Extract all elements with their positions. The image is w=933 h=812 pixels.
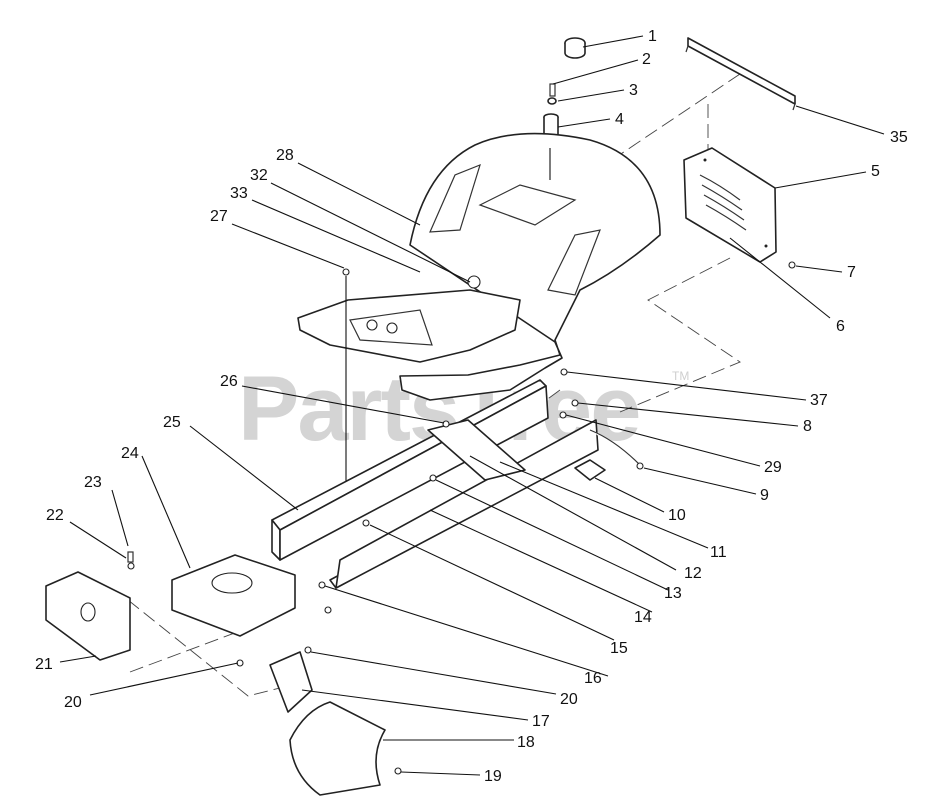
callout-labels: 1 2 3 4 35 5 28 32 33 27 7 6 26 37 25 8 … <box>35 28 908 785</box>
part-cross-plate <box>427 419 526 481</box>
part-body-28 <box>297 132 661 401</box>
callout-13: 13 <box>664 585 682 602</box>
callout-27: 27 <box>210 208 228 225</box>
callout-26: 26 <box>220 373 238 390</box>
part-knob <box>564 37 586 59</box>
callout-2: 2 <box>642 51 651 68</box>
part-screw-27 <box>342 268 350 500</box>
callout-12: 12 <box>684 565 702 582</box>
callout-4: 4 <box>615 111 624 128</box>
part-hardware-26-37-8-29 <box>362 368 579 527</box>
callout-22: 22 <box>46 507 64 524</box>
callout-32: 32 <box>250 167 268 184</box>
callout-10: 10 <box>668 507 686 524</box>
part-shield-17 <box>269 651 313 713</box>
leader-lines <box>59 35 885 776</box>
part-washer-3 <box>547 97 557 105</box>
callout-35: 35 <box>890 129 908 146</box>
callout-18: 18 <box>517 734 535 751</box>
callout-3: 3 <box>629 82 638 99</box>
part-screw-20 <box>236 646 312 667</box>
callout-9: 9 <box>760 487 769 504</box>
part-screw-19 <box>394 767 402 775</box>
callout-17: 17 <box>532 713 550 730</box>
callout-14: 14 <box>634 609 652 626</box>
part-cable-9 <box>589 429 644 470</box>
part-shield-18 <box>289 701 386 796</box>
part-frame-rail-right <box>329 419 599 589</box>
callout-16: 16 <box>584 670 602 687</box>
part-bracket-10 <box>574 459 606 481</box>
callout-11: 11 <box>710 544 727 561</box>
part-plate-24 <box>171 554 296 637</box>
part-bracket-21 <box>45 571 131 661</box>
part-bolt-22-23 <box>127 551 135 570</box>
part-screw-7 <box>788 261 796 269</box>
part-hardware-15-16 <box>318 581 332 614</box>
part-rear-panel <box>683 147 777 263</box>
callout-15: 15 <box>610 640 628 657</box>
callout-33: 33 <box>230 185 248 202</box>
callout-1: 1 <box>648 28 657 45</box>
callout-8: 8 <box>803 418 812 435</box>
callout-29: 29 <box>764 459 782 476</box>
callout-25: 25 <box>163 414 181 431</box>
callout-7: 7 <box>847 264 856 281</box>
part-bolt-2 <box>549 83 556 97</box>
callout-28: 28 <box>276 147 294 164</box>
callout-21: 21 <box>35 656 53 673</box>
callout-24: 24 <box>121 445 139 462</box>
callout-6: 6 <box>836 318 845 335</box>
callout-23: 23 <box>84 474 102 491</box>
watermark-trademark: TM <box>672 369 689 383</box>
callout-20-right: 20 <box>560 691 578 708</box>
callout-20-left: 20 <box>64 694 82 711</box>
callout-19: 19 <box>484 768 502 785</box>
callout-5: 5 <box>871 163 880 180</box>
part-bracket-35 <box>685 37 796 111</box>
callout-37: 37 <box>810 392 828 409</box>
